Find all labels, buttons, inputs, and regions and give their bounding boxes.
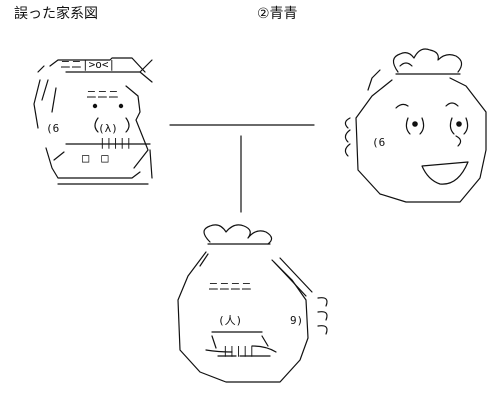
head-right-outline: [125, 85, 149, 169]
ear-label: (6: [372, 136, 385, 149]
right-eye: [456, 121, 462, 127]
collar-text: □ □: [82, 151, 108, 165]
left-eye: [412, 121, 418, 127]
hair-bun: [203, 224, 273, 245]
forehead-text: ニニニニ: [208, 280, 252, 293]
mouth-text: (λ): [98, 122, 118, 135]
teeth-text: |||||: [99, 136, 132, 149]
mouth: [421, 161, 469, 185]
teeth-text: |||||: [222, 344, 255, 357]
child-figure: [177, 224, 328, 383]
father-figure: [33, 57, 153, 185]
face-outline: [355, 77, 487, 203]
mother-figure: [344, 48, 487, 203]
hat-text: ニニ|>o<|: [60, 58, 115, 71]
face-outline: [177, 251, 309, 383]
mouth-text: (人): [218, 314, 242, 327]
body-outline: [45, 147, 141, 179]
hat-outline: [49, 57, 146, 73]
page-title: 誤った家系図: [14, 6, 98, 22]
head-left-outline: [33, 79, 41, 129]
hair-bun: [392, 48, 463, 73]
right-eye: [118, 103, 124, 109]
brow-text: ニニニ: [86, 88, 119, 101]
ear-label: 9): [290, 314, 303, 327]
ear-label: (6: [46, 122, 59, 135]
left-eye: [92, 103, 98, 109]
subtitle: ②青青: [257, 6, 298, 22]
